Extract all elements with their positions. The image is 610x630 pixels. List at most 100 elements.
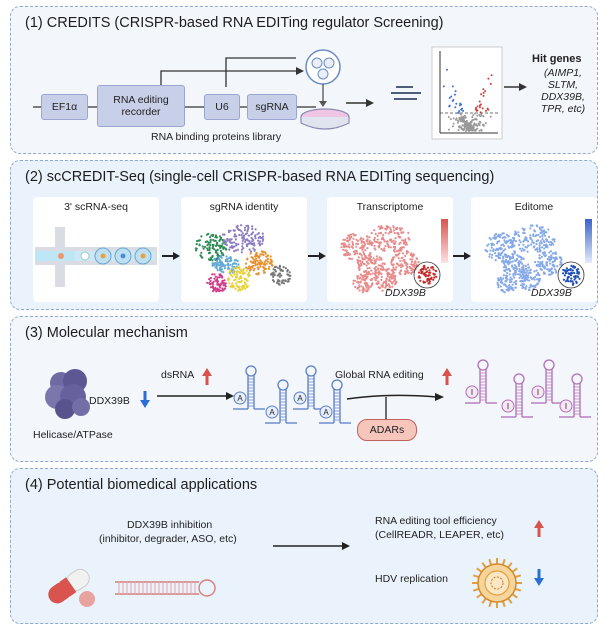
arrow-icon: [308, 252, 326, 260]
transcriptome-umap: [340, 219, 448, 294]
gradient-scale: [585, 219, 592, 263]
hit-gene: DDX39B,: [541, 91, 585, 103]
hit-gene: TPR, etc): [540, 103, 586, 115]
edit-site-label: A: [297, 394, 303, 403]
rna-hairpin: I: [531, 359, 563, 404]
edit-site-badge: [319, 405, 333, 419]
hdv-virus-icon: [472, 558, 522, 608]
aso-stem: [115, 581, 199, 595]
sgrna-label: sgRNA: [255, 101, 289, 113]
cluster-outline: [413, 261, 441, 289]
dsrna-label: dsRNA: [161, 369, 195, 381]
hit-genes-list: (AIMP1, SLTM, DDX39B, TPR, etc): [529, 67, 597, 115]
sgrna-umap: [194, 224, 292, 293]
panel-title: (4) Potential biomedical applications: [25, 477, 258, 493]
panel-sccredit-seq: (2) scCREDIT-Seq (single-cell CRISPR-bas…: [10, 160, 598, 310]
edit-site-label: A: [269, 408, 275, 417]
edit-site-badge: [233, 391, 247, 405]
inhibition-label: DDX39B inhibition: [127, 519, 213, 531]
card-title: Editome: [514, 201, 554, 213]
recorder-line-2: recorder: [121, 106, 161, 118]
edit-site-label: A: [323, 408, 329, 417]
card-caption: DDX39B: [531, 287, 572, 299]
arrow-icon: [162, 252, 180, 260]
rna-hairpin: I: [465, 359, 497, 404]
edit-site-label: I: [565, 402, 567, 411]
ddx39b-protein-icon: [45, 369, 90, 419]
up-arrow-icon: [442, 368, 452, 385]
panel-biomedical-applications: (4) Potential biomedical applications DD…: [10, 468, 598, 624]
recorder-box: RNA editing recorder: [97, 85, 185, 127]
up-arrow-icon: [534, 520, 544, 537]
tool-efficiency-label: RNA editing tool efficiency: [375, 515, 497, 527]
card-title: 3' scRNA-seq: [64, 201, 128, 213]
arrow-icon: [453, 252, 471, 260]
edit-site-badge: [559, 399, 573, 413]
cell-library-icon: [300, 49, 350, 130]
arrow-icon: [346, 393, 444, 401]
virus-genome: [490, 576, 504, 590]
aso-loop: [198, 579, 216, 597]
adars-badge: ADARs: [357, 419, 417, 441]
inhibition-detail: (inhibitor, degrader, ASO, etc): [99, 533, 237, 545]
rna-hairpin: A: [233, 365, 265, 410]
edit-site-badge: [531, 385, 545, 399]
recorder-line-1: RNA editing: [113, 94, 169, 106]
down-arrow-icon: [534, 569, 544, 586]
helicase-label: Helicase/ATPase: [33, 429, 113, 441]
up-arrow-icon: [202, 368, 212, 385]
volcano-plot: [431, 46, 503, 140]
rna-hairpin: I: [559, 373, 591, 418]
card-scrna-seq: 3' scRNA-seq: [33, 197, 159, 302]
arrow-icon: [273, 542, 350, 550]
rna-hairpin: I: [501, 373, 533, 418]
hit-gene: SLTM,: [547, 79, 579, 91]
card-editome: Editome DDX39B: [471, 197, 597, 302]
hit-genes-title: Hit genes: [532, 53, 582, 65]
edit-site-badge: [293, 391, 307, 405]
adars-label: ADARs: [369, 424, 405, 436]
card-title: sgRNA identity: [209, 201, 279, 213]
edit-site-label: I: [537, 388, 539, 397]
ef1a-promoter: EF1α: [41, 94, 88, 120]
hit-gene: (AIMP1,: [544, 67, 582, 79]
panel-title: (2) scCREDIT-Seq (single-cell CRISPR-bas…: [25, 169, 495, 185]
editome-umap: [484, 219, 592, 294]
ddx39b-label: DDX39B: [89, 395, 130, 407]
connector-line: [385, 397, 387, 419]
card-title: Transcriptome: [356, 201, 424, 213]
panel-title: (1) CREDITS (CRISPR-based RNA EDITing re…: [25, 15, 444, 31]
global-editing-label: Global RNA editing: [335, 369, 424, 381]
u6-label: U6: [215, 101, 229, 113]
card-transcriptome: Transcriptome DDX39B: [327, 197, 453, 302]
edit-site-label: I: [471, 388, 473, 397]
cluster-outline: [557, 261, 585, 289]
card-caption: DDX39B: [385, 287, 426, 299]
ef1a-label: EF1α: [51, 101, 78, 113]
rna-hairpin: A: [265, 379, 297, 424]
u6-promoter: U6: [204, 94, 240, 120]
panel-molecular-mechanism: (3) Molecular mechanism DDX39B Helicase/…: [10, 316, 598, 462]
sgrna-box: sgRNA: [247, 94, 297, 120]
microfluidic-chip-icon: [35, 227, 157, 287]
panel-credits: (1) CREDITS (CRISPR-based RNA EDITing re…: [10, 6, 598, 154]
edit-site-badge: [465, 385, 479, 399]
down-arrow-icon: [140, 391, 150, 408]
gradient-scale: [441, 219, 448, 263]
edit-site-label: I: [507, 402, 509, 411]
dsrna-hairpins: A A A A: [233, 365, 351, 424]
edit-site-badge: [265, 405, 279, 419]
virus-capsid: [484, 570, 510, 596]
edited-rna-hairpins: I I I I: [465, 359, 591, 418]
library-label: RNA binding proteins library: [151, 131, 282, 143]
rna-hairpin: A: [293, 365, 325, 410]
card-sgrna-identity: sgRNA identity: [181, 197, 307, 302]
rna-hairpin: A: [319, 379, 351, 424]
pill-capsule-icon: [48, 568, 95, 607]
aso-hairpin-icon: [115, 579, 216, 597]
tool-efficiency-detail: (CellREADR, LEAPER, etc): [375, 529, 504, 541]
edit-site-label: A: [237, 394, 243, 403]
panel-title: (3) Molecular mechanism: [25, 325, 188, 341]
arrow-icon: [157, 392, 234, 400]
edit-site-badge: [501, 399, 515, 413]
